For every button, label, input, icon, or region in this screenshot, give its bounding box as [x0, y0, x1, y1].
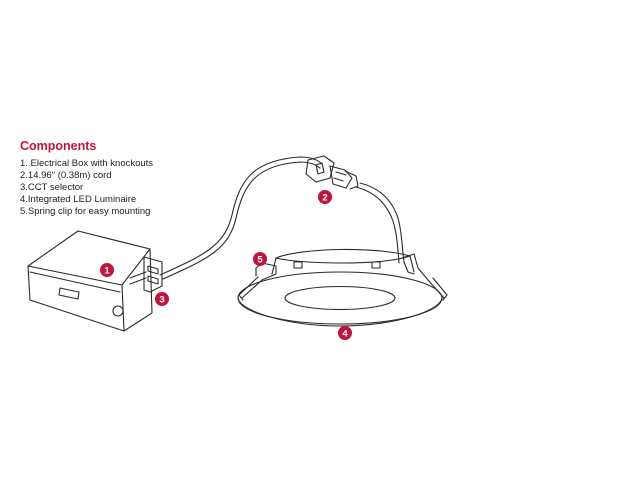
- led-luminaire: [237, 248, 443, 327]
- callout-1-number: 1: [104, 266, 110, 277]
- electrical-box: [27, 230, 153, 332]
- callout-1: 1: [100, 263, 114, 277]
- components-list: 1. Electrical Box with knockouts 2.14.96…: [20, 158, 153, 218]
- knockout-tab: [58, 287, 80, 300]
- spring-clip-right: [401, 253, 448, 301]
- callout-3: 3: [155, 292, 169, 306]
- knockout-hole: [112, 305, 124, 317]
- callout-5: 5: [253, 252, 267, 266]
- component-item-cord: 2.14.96" (0.38m) cord: [20, 170, 112, 181]
- spring-clip-left: [238, 262, 277, 301]
- callout-5-number: 5: [257, 255, 263, 266]
- component-item-cct-selector: 3.CCT selector: [20, 182, 84, 193]
- callout-2: 2: [318, 190, 332, 204]
- cct-selector: [143, 256, 163, 293]
- component-item-led-luminaire: 4.Integrated LED Luminaire: [20, 194, 137, 205]
- component-item-electrical-box: 1. Electrical Box with knockouts: [20, 158, 154, 169]
- components-heading: Components: [20, 139, 97, 153]
- callout-3-number: 3: [159, 295, 164, 306]
- component-item-spring-clip: 5.Spring clip for easy mounting: [20, 206, 151, 217]
- cord: [159, 156, 405, 280]
- callout-4: 4: [338, 326, 352, 340]
- cord-connector: [305, 155, 359, 190]
- callout-2-number: 2: [322, 193, 327, 204]
- callout-4-number: 4: [342, 329, 348, 340]
